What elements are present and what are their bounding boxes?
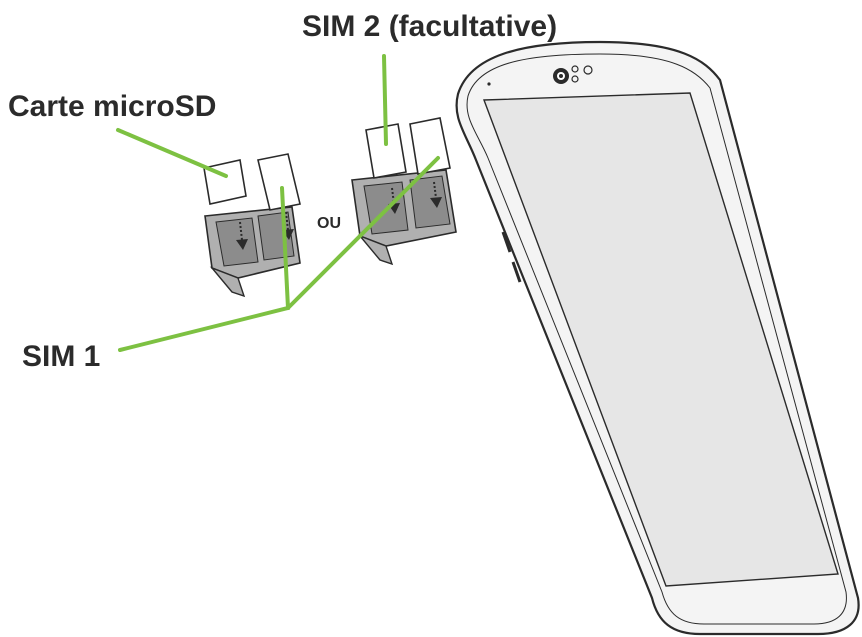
callout-line-sim2 (382, 54, 388, 146)
callout-line-sim1-branch (286, 156, 440, 310)
speaker-dot (487, 82, 491, 86)
label-sim2: SIM 2 (facultative) (302, 10, 557, 43)
side-button (501, 231, 512, 253)
label-microsd: Carte microSD (8, 90, 216, 123)
sim1-card (409, 117, 451, 175)
phone-bezel (466, 53, 847, 625)
side-button (511, 261, 522, 283)
label-or: OU (317, 215, 341, 232)
camera-icon (553, 68, 569, 84)
tray-slot (409, 175, 451, 229)
tray-right (351, 117, 457, 266)
phone-screen (483, 92, 839, 587)
down-arrow-icon (236, 221, 248, 250)
tray-handle (357, 234, 394, 266)
flash-icon (583, 65, 593, 75)
label-sim1: SIM 1 (22, 340, 100, 373)
down-arrow-icon (430, 181, 442, 208)
sensor-icon (571, 65, 579, 73)
microsd-card (203, 159, 247, 205)
tray-slot (215, 217, 259, 267)
sensor-icon (571, 75, 579, 83)
smartphone (455, 40, 860, 636)
callout-line-microsd (116, 128, 228, 178)
sim1-card (257, 153, 301, 211)
tray-handle (209, 266, 246, 298)
callout-lines (116, 54, 440, 352)
